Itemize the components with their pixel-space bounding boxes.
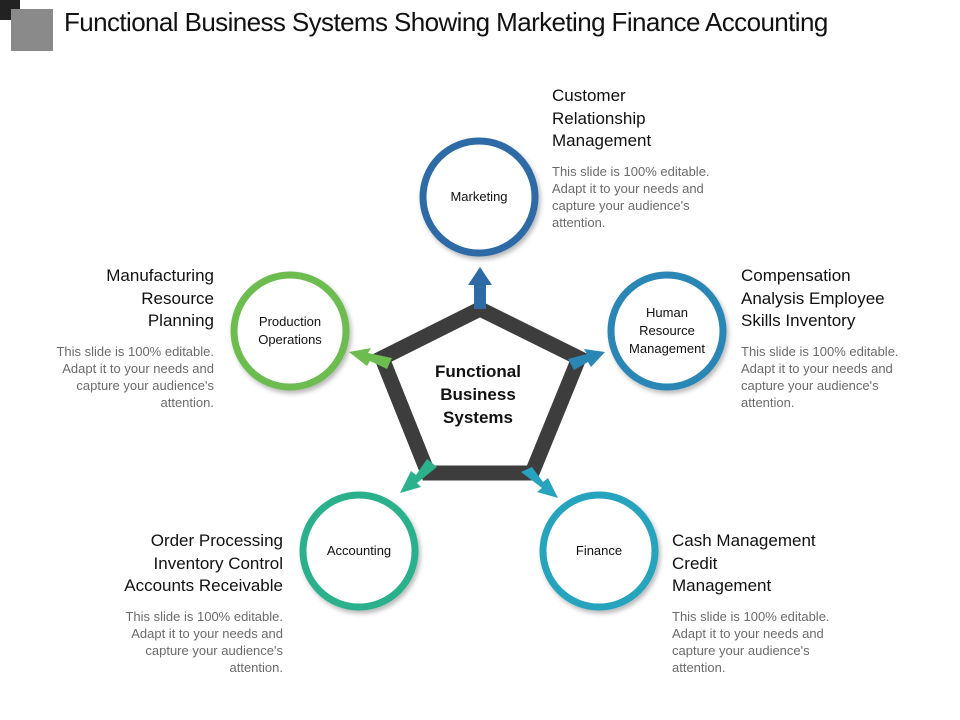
center-label-line: Business [440,385,516,404]
node-label: Human [646,305,688,320]
arrow-to-marketing [468,267,492,309]
annotation-desc-human-resource: This slide is 100% editable. Adapt it to… [741,343,941,411]
annotation-desc-line: capture your audience's [741,378,879,393]
node-label: Marketing [450,189,508,204]
annotation-desc-line: capture your audience's [672,643,810,658]
annotation-title-accounting: Order Processing Inventory Control Accou… [83,530,283,598]
node-marketing: Marketing [428,146,530,248]
annotation-desc-line: capture your audience's [76,378,214,393]
node-human-resource: Human Resource Management [616,280,718,382]
center-pentagon [372,300,589,481]
annotation-title-line: Cash Management [672,531,816,550]
annotation-desc-finance: This slide is 100% editable. Adapt it to… [672,608,872,676]
annotation-title-line: Credit [672,553,718,573]
annotation-desc-marketing: This slide is 100% editable. Adapt it to… [552,163,752,231]
annotation-title-line: Resource [141,288,214,308]
node-label: Finance [575,543,623,558]
arrow-to-production [349,348,392,369]
annotation-desc-line: attention. [229,660,284,675]
annotation-title-line: Analysis Employee [741,288,885,308]
annotation-title-line: Skills Inventory [741,311,856,330]
annotation-title-line: Customer [552,86,626,105]
annotation-title-marketing: Customer Relationship Management [552,85,752,153]
annotation-title-finance: Cash Management Credit Management [672,530,872,598]
annotation-desc-line: Adapt it to your needs and [741,361,893,376]
annotation-desc-production: This slide is 100% editable. Adapt it to… [14,343,214,411]
annotation-title-line: Order Processing [150,531,283,550]
annotation-desc-accounting: This slide is 100% editable. Adapt it to… [83,608,283,676]
annotation-title-line: Planning [147,311,214,330]
center-label-line: Functional [435,362,521,381]
corner-decoration-grey [11,9,53,51]
node-label: Management [629,341,705,356]
node-accounting: Accounting [308,500,410,602]
annotation-title-line: Management [672,576,772,595]
annotation-title-line: Management [552,131,652,150]
annotation-title-line: Manufacturing [106,266,214,285]
annotation-title-human-resource: Compensation Analysis Employee Skills In… [741,265,941,333]
node-label: Production [258,314,322,329]
annotation-desc-line: This slide is 100% editable. [552,164,710,179]
annotation-desc-line: This slide is 100% editable. [741,344,899,359]
annotation-desc-line: This slide is 100% editable. [125,609,283,624]
node-label: Accounting [326,543,392,558]
annotation-desc-line: Adapt it to your needs and [672,626,824,641]
annotation-title-line: Accounts Receivable [124,576,283,595]
annotation-title-line: Compensation [741,266,851,285]
annotation-desc-line: attention. [741,395,795,410]
node-label: Operations [258,332,322,347]
annotation-title-production: Manufacturing Resource Planning [14,265,214,333]
arrow-to-accounting [400,459,437,493]
page-title: Functional Business Systems Showing Mark… [64,7,828,37]
arrow-to-human-resource [568,349,605,370]
annotation-desc-line: This slide is 100% editable. [56,344,214,359]
node-production: Production Operations [239,280,341,382]
annotation-desc-line: attention. [552,215,606,230]
annotation-desc-line: attention. [672,660,726,675]
annotation-desc-line: Adapt it to your needs and [552,181,704,196]
arrow-to-finance [521,467,558,498]
node-finance: Finance [548,500,650,602]
annotation-title-line: Relationship [552,108,646,128]
center-label-line: Systems [443,408,513,427]
node-label: Resource [639,323,695,338]
annotation-desc-line: attention. [160,395,215,410]
center-label: Functional Business Systems [408,360,548,429]
annotation-desc-line: This slide is 100% editable. [672,609,830,624]
annotation-title-line: Inventory Control [153,553,283,573]
annotation-desc-line: Adapt it to your needs and [62,361,214,376]
annotation-desc-line: capture your audience's [145,643,283,658]
annotation-desc-line: Adapt it to your needs and [131,626,283,641]
annotation-desc-line: capture your audience's [552,198,690,213]
